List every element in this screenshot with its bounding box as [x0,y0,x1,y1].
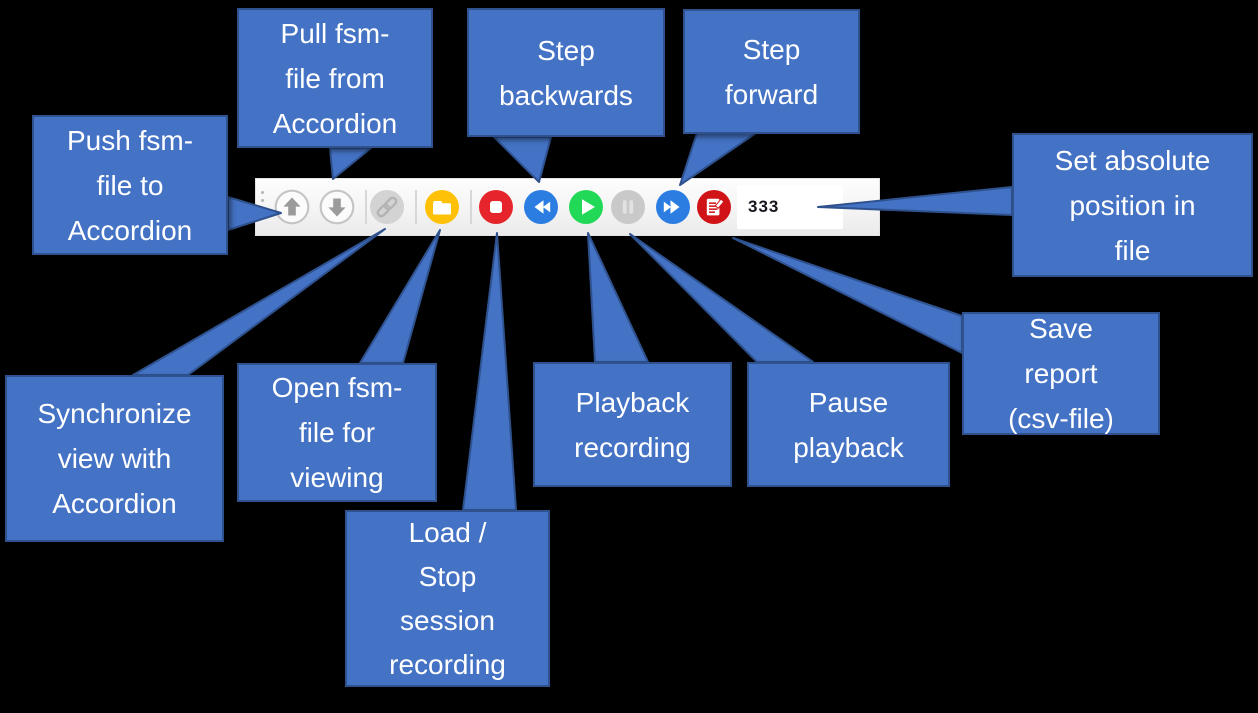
stop-icon [479,190,513,224]
callout-save-report: Save report (csv-file) [962,312,1160,435]
toolbar-divider [365,190,367,224]
report-icon [697,190,731,224]
callout-pause: Pause playback [747,362,950,487]
player-toolbar [255,178,880,236]
position-input[interactable] [737,185,843,229]
callout-open: Open fsm- file for viewing [237,363,437,502]
pause-button[interactable] [609,188,647,226]
callout-pull: Pull fsm- file from Accordion [237,8,433,148]
pull-fsm-button[interactable] [318,188,356,226]
callout-load-stop-label: Load / Stop session recording [389,516,506,680]
down-arrow-icon [319,189,355,225]
callout-load-stop: Load / Stop session recording [345,510,550,687]
callout-push: Push fsm- file to Accordion [32,115,228,255]
callout-tail-step-backwards [493,136,552,183]
fast-forward-icon [656,190,690,224]
step-forward-button[interactable] [654,188,692,226]
callout-step-forward-label: Step forward [724,33,819,110]
callout-set-absolute-label: Set absolute position in file [1054,144,1211,266]
callout-step-forward: Step forward [683,9,860,134]
callout-playback: Playback recording [533,362,732,487]
callout-pause-label: Pause playback [793,386,904,463]
open-fsm-button[interactable] [423,188,461,226]
callout-playback-label: Playback recording [574,386,691,463]
callout-pull-label: Pull fsm- file from Accordion [272,17,398,139]
load-stop-recording-button[interactable] [477,188,515,226]
callout-tail-pause [629,233,814,363]
up-arrow-icon [274,189,310,225]
callout-tail-load-stop [462,232,517,511]
step-backwards-button[interactable] [522,188,560,226]
play-icon [569,190,603,224]
callout-save-report-label: Save report (csv-file) [1008,313,1114,434]
callout-push-label: Push fsm- file to Accordion [66,124,194,246]
callout-open-label: Open fsm- file for viewing [271,372,403,493]
toolbar-divider [470,190,472,224]
callout-synchronize: Synchronize view with Accordion [5,375,224,542]
toolbar-divider [415,190,417,224]
callout-tail-open [359,229,441,364]
callout-tail-save-report [732,237,963,354]
pause-icon [611,190,645,224]
toolbar-grip-handle[interactable] [259,191,265,223]
callout-tail-pull [329,147,372,180]
playback-button[interactable] [567,188,605,226]
push-fsm-button[interactable] [273,188,311,226]
synchronize-button[interactable] [368,188,406,226]
folder-icon [425,190,459,224]
callout-tail-playback [587,232,649,363]
callout-step-backwards: Step backwards [467,8,665,137]
skip-back-icon [524,190,558,224]
callout-set-absolute: Set absolute position in file [1012,133,1253,277]
link-icon [370,190,404,224]
save-report-button[interactable] [695,188,733,226]
callout-synchronize-label: Synchronize view with Accordion [37,398,192,519]
callout-step-backwards-label: Step backwards [499,34,633,111]
